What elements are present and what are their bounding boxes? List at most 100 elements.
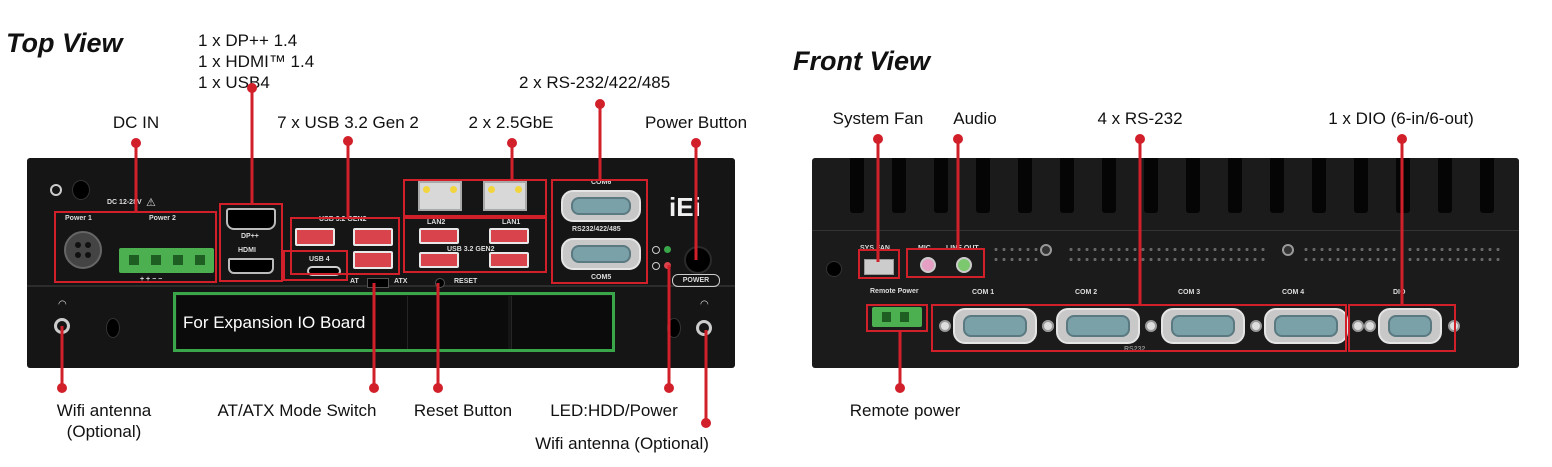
com2-text: COM 2 [1075, 289, 1098, 296]
label-wifi-left-1: Wifi antenna [56, 401, 152, 420]
label-lan: 2 x 2.5GbE [468, 113, 554, 132]
expansion-text: For Expansion IO Board [183, 313, 366, 332]
reset-button[interactable] [435, 278, 445, 288]
usb-port-5[interactable] [489, 228, 529, 244]
com3-text: COM 3 [1178, 289, 1201, 296]
com6-port[interactable] [561, 190, 641, 222]
rs-text: RS232/422/485 [572, 226, 621, 233]
reset-text: RESET [454, 278, 478, 285]
front-view-heading: Front View [793, 46, 931, 76]
expansion-slot-3 [511, 296, 612, 350]
remote-power-connector[interactable] [872, 307, 922, 327]
label-wifi-left-2: (Optional) [66, 422, 142, 441]
com3-port[interactable] [1161, 308, 1245, 344]
label-remote-power: Remote power [849, 401, 961, 420]
expansion-slot-1 [177, 296, 407, 350]
polarity-text: + + − − [140, 276, 163, 283]
screw-hole-left [106, 318, 120, 338]
top-view-heading: Top View [6, 28, 123, 58]
dp-text: DP++ [241, 233, 259, 240]
hdd-led-icon [652, 246, 660, 254]
dio-port[interactable] [1378, 308, 1442, 344]
at-text: AT [350, 278, 359, 285]
front-panel-divider [812, 230, 1519, 231]
com4-port[interactable] [1264, 308, 1348, 344]
lan2-text: LAN2 [427, 219, 446, 226]
atx-text: ATX [394, 278, 408, 285]
label-reset: Reset Button [413, 401, 513, 420]
line-out-jack[interactable] [956, 257, 972, 273]
dc-jack[interactable] [64, 231, 102, 269]
wifi-left-icon: ◠ [58, 299, 67, 310]
com4-text: COM 4 [1282, 289, 1305, 296]
usb-port-6[interactable] [419, 252, 459, 268]
terminal-block[interactable] [119, 248, 214, 273]
label-hdmi: 1 x HDMI™ 1.4 [198, 52, 315, 71]
knob [72, 180, 90, 200]
power-led-icon [652, 262, 660, 270]
label-dc-in: DC IN [112, 113, 160, 132]
label-dio: 1 x DIO (6-in/6-out) [1328, 109, 1474, 128]
highlight-dio [1348, 304, 1456, 352]
mic-jack[interactable] [920, 257, 936, 273]
highlight-audio [906, 248, 985, 278]
dp-port[interactable] [226, 208, 276, 230]
label-rs232-front: 4 x RS-232 [1097, 109, 1183, 128]
sys-fan-text: SYS FAN [860, 245, 890, 252]
highlight-usb-right [403, 217, 547, 273]
usb-port-4[interactable] [419, 228, 459, 244]
label-usb32: 7 x USB 3.2 Gen 2 [277, 113, 419, 132]
label-at-atx: AT/ATX Mode Switch [217, 401, 377, 420]
usb-port-1[interactable] [295, 228, 335, 246]
com2-port[interactable] [1056, 308, 1140, 344]
expansion-io-board-box [173, 292, 615, 352]
usb-gen2-text-a: USB 3.2 GEN2 [319, 216, 367, 223]
warning-icon: ⚠ [146, 197, 156, 209]
lan2-port[interactable] [418, 181, 462, 211]
hdd-led [664, 246, 671, 253]
label-wifi-right: Wifi antenna (Optional) [535, 434, 709, 453]
front-knob [826, 261, 842, 277]
com1-port[interactable] [953, 308, 1037, 344]
power-button[interactable] [684, 246, 712, 274]
usb-port-3[interactable] [353, 251, 393, 269]
label-dp: 1 x DP++ 1.4 [198, 31, 298, 50]
wifi-right-icon: ◠ [700, 299, 709, 310]
ground-icon [50, 184, 62, 196]
dio-small-text: DIO [1393, 289, 1406, 296]
lan1-port[interactable] [483, 181, 527, 211]
highlight-usb4 [283, 250, 348, 281]
power1-text: Power 1 [65, 215, 92, 222]
hdmi-text: HDMI [238, 247, 256, 254]
lan1-text: LAN1 [502, 219, 521, 226]
com6-text: COM6 [591, 179, 612, 186]
usb4-port[interactable] [307, 266, 341, 276]
expansion-slot-2 [407, 296, 508, 350]
label-audio: Audio [953, 109, 997, 128]
power2-text: Power 2 [149, 215, 176, 222]
wifi-antenna-right[interactable] [696, 320, 712, 336]
label-power-button: Power Button [644, 113, 748, 132]
top-chassis: DC 12-28V ⚠ Power 1 Power 2 + + − − DP++… [27, 158, 735, 368]
highlight-remote-power [866, 304, 928, 332]
usb-port-7[interactable] [489, 252, 529, 268]
power-word: POWER [672, 274, 720, 287]
rs232-small-text: RS232 [1124, 346, 1146, 353]
label-system-fan: System Fan [832, 109, 924, 128]
at-atx-switch[interactable] [367, 278, 389, 288]
usb-gen2-text-b: USB 3.2 GEN2 [447, 246, 495, 253]
dc-rating-text: DC 12-28V [107, 199, 142, 206]
com1-text: COM 1 [972, 289, 995, 296]
usb4-text: USB 4 [309, 256, 330, 263]
highlight-lan [403, 179, 547, 217]
hdmi-port[interactable] [228, 258, 274, 274]
usb-port-2[interactable] [353, 228, 393, 246]
highlight-usb-left [290, 217, 400, 275]
com5-text: COM5 [591, 274, 612, 281]
label-led: LED:HDD/Power [550, 401, 678, 420]
label-rs232-422-485: 2 x RS-232/422/485 [519, 73, 671, 92]
com5-port[interactable] [561, 238, 641, 270]
remote-power-text: Remote Power [870, 288, 919, 295]
